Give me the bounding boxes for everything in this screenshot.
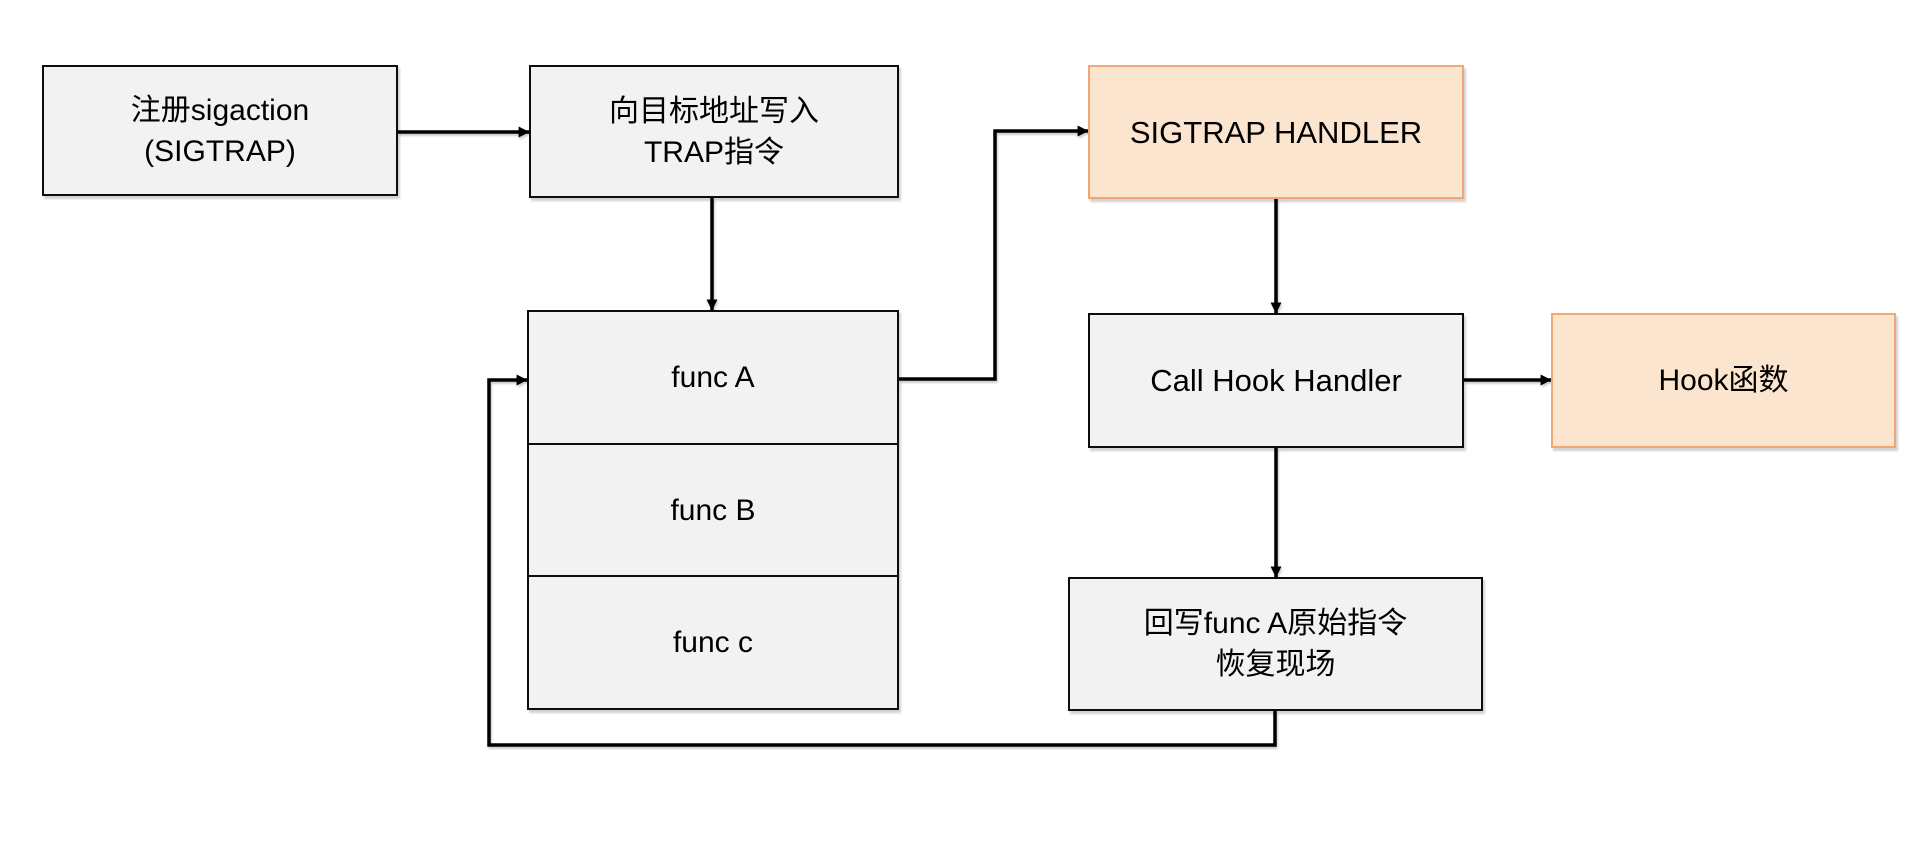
node-call-hook-handler: Call Hook Handler (1088, 313, 1464, 448)
node-call-hook-handler-label: Call Hook Handler (1150, 363, 1402, 398)
node-sigtrap-handler: SIGTRAP HANDLER (1088, 65, 1464, 199)
node-sigtrap-handler-label: SIGTRAP HANDLER (1129, 114, 1423, 150)
node-restore-original-instruction: 回写func A原始指令 恢复现场 (1068, 577, 1483, 711)
stack-cell-func-b: func B (529, 442, 897, 576)
node-write-trap-instruction-label: 向目标地址写入 TRAP指令 (609, 94, 819, 169)
node-write-trap-instruction: 向目标地址写入 TRAP指令 (529, 65, 899, 198)
func-c-label: func c (672, 626, 754, 660)
node-function-stack: func A func B func c (527, 310, 899, 710)
node-register-sigaction: 注册sigaction (SIGTRAP) (42, 65, 398, 196)
node-restore-original-instruction-label: 回写func A原始指令 恢复现场 (1143, 607, 1408, 681)
node-hook-function-label: Hook函数 (1658, 364, 1789, 397)
stack-cell-func-a: func A (529, 312, 897, 443)
node-hook-function: Hook函数 (1551, 313, 1896, 448)
func-b-label: func B (670, 493, 756, 527)
arrow-func-a-to-sigtrap-handler (899, 125, 1089, 381)
func-a-label: func A (671, 360, 755, 394)
node-register-sigaction-label: 注册sigaction (SIGTRAP) (130, 93, 310, 168)
stack-cell-func-c: func c (529, 575, 897, 708)
